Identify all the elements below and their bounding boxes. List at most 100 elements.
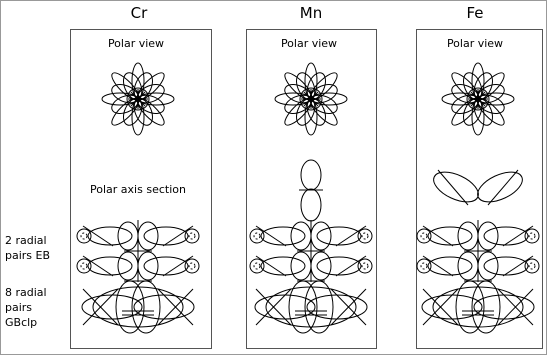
eb-end-dot (528, 262, 536, 270)
eb-line (82, 225, 114, 247)
eb-line (422, 225, 454, 247)
row-label-gb-3: GBclp (5, 316, 37, 329)
axis-lobe (477, 171, 523, 203)
eb-lobe (483, 226, 529, 246)
eb-end-ring (184, 258, 200, 274)
eb-end-dot (253, 262, 261, 270)
gb-line (255, 288, 292, 326)
eb-lobe (457, 221, 479, 251)
axis-lobe (433, 171, 479, 203)
gb-lobe (471, 280, 501, 334)
eb-end-dot (361, 262, 369, 270)
eb-end-ring (249, 228, 265, 244)
eb-end-ring (524, 258, 540, 274)
eb-line (335, 225, 367, 247)
eb-end-dot (188, 232, 196, 240)
gb-line (497, 288, 534, 326)
eb-lobe (143, 256, 189, 276)
panel-mn (246, 29, 377, 349)
eb-lobe (260, 226, 306, 246)
axis-line (487, 169, 519, 206)
section-label: Polar axis section (90, 183, 186, 196)
eb-lobe (477, 251, 499, 281)
panel-fe (416, 29, 543, 349)
eb-line (255, 255, 287, 277)
eb-end-ring (76, 228, 92, 244)
panel-label-fe: Polar view (447, 37, 503, 50)
radial-eb-section-cr (76, 220, 200, 282)
axis-line (437, 169, 469, 206)
panel-label-mn: Polar view (281, 37, 337, 50)
gb-line (157, 288, 194, 326)
gb-lobe (92, 286, 184, 328)
panel-label-cr: Polar view (108, 37, 164, 50)
eb-lobe (137, 251, 159, 281)
eb-lobe (310, 251, 332, 281)
row-label-gb-1: 8 radial (5, 286, 47, 299)
eb-end-dot (80, 232, 88, 240)
eb-end-dot (528, 232, 536, 240)
radial-gb-section-fe (421, 280, 535, 334)
eb-lobe (427, 226, 473, 246)
eb-lobe (477, 221, 499, 251)
eb-end-ring (357, 258, 373, 274)
gb-lobe (115, 280, 145, 334)
eb-lobe (290, 221, 312, 251)
eb-lobe (427, 256, 473, 276)
eb-lobe (260, 256, 306, 276)
eb-lobe (117, 251, 139, 281)
radial-gb-section-mn (254, 280, 368, 334)
eb-line (502, 225, 534, 247)
eb-lobe (143, 226, 189, 246)
eb-lobe (316, 256, 362, 276)
axis-lobe (300, 159, 322, 191)
radial-eb-section-mn (249, 220, 373, 282)
gb-lobe (432, 286, 524, 328)
eb-end-dot (188, 262, 196, 270)
column-header-mn: Mn (300, 4, 322, 22)
eb-line (82, 255, 114, 277)
eb-line (162, 225, 194, 247)
eb-line (255, 225, 287, 247)
radial-gb-section-cr (81, 280, 195, 334)
gb-lobe (265, 286, 357, 328)
eb-lobe (137, 221, 159, 251)
rosette-ring (466, 87, 490, 111)
polar-view-rosette-cr (101, 62, 175, 136)
eb-lobe (117, 221, 139, 251)
eb-end-dot (253, 232, 261, 240)
polar-axis-lobes-fe (433, 169, 523, 206)
radial-eb-section-fe (416, 220, 540, 282)
gb-line (82, 288, 119, 326)
eb-line (162, 255, 194, 277)
gb-lobe (131, 280, 161, 334)
column-header-cr: Cr (131, 4, 148, 22)
column-header-fe: Fe (466, 4, 483, 22)
eb-lobe (310, 221, 332, 251)
gb-line (330, 288, 367, 326)
eb-end-dot (420, 232, 428, 240)
eb-lobe (87, 256, 133, 276)
gb-line (422, 288, 459, 326)
eb-end-dot (361, 232, 369, 240)
eb-end-ring (184, 228, 200, 244)
row-label-eb-1: 2 radial (5, 234, 47, 247)
eb-end-ring (524, 228, 540, 244)
eb-lobe (290, 251, 312, 281)
eb-end-ring (76, 258, 92, 274)
eb-end-ring (249, 258, 265, 274)
eb-end-dot (420, 262, 428, 270)
eb-lobe (87, 226, 133, 246)
rosette-ring (299, 87, 323, 111)
panel-cr (70, 29, 212, 349)
gb-lobe (455, 280, 485, 334)
gb-lobe (304, 280, 334, 334)
rosette-spoke (130, 91, 146, 107)
eb-line (422, 255, 454, 277)
polar-view-rosette-mn (274, 62, 348, 136)
row-label-eb-2: pairs EB (5, 249, 50, 262)
eb-lobe (483, 256, 529, 276)
eb-line (335, 255, 367, 277)
eb-end-ring (357, 228, 373, 244)
